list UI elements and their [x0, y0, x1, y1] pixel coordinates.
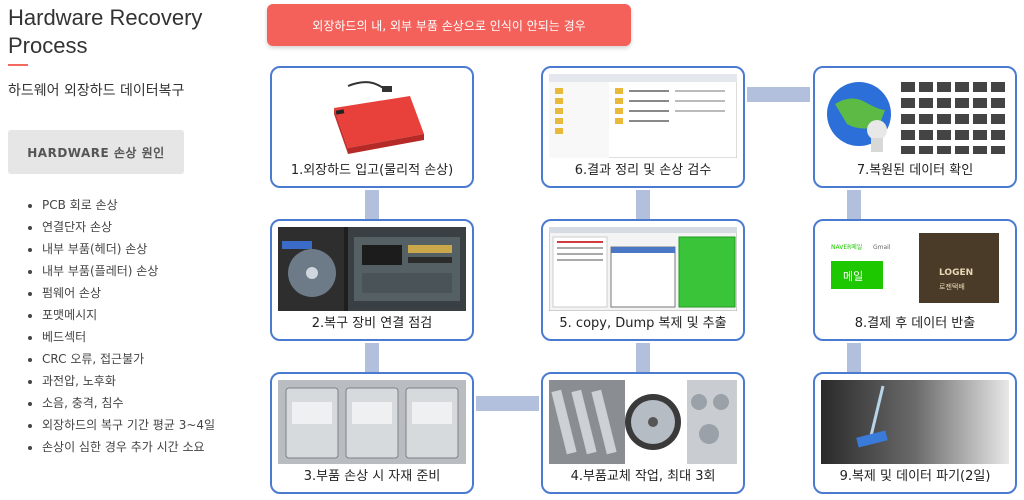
file-explorer-image	[549, 74, 737, 158]
connector-5-6	[636, 190, 650, 219]
page-subtitle: 하드웨어 외장하드 데이터복구	[8, 83, 185, 99]
step-5-label: 5. copy, Dump 복제 및 추출	[559, 316, 727, 331]
delivery-options-image: NAVER메일 Gmail 메일 LOGEN 로젠택배	[821, 227, 1009, 311]
list-item: 포맷메시지	[42, 304, 215, 326]
list-item: 손상이 심한 경우 추가 시간 소요	[42, 436, 215, 458]
naver-mail-label: 메일	[843, 269, 863, 283]
list-item: PCB 회로 손상	[42, 194, 215, 216]
step-7-label: 7.복원된 데이터 확인	[856, 163, 974, 178]
step-4-label: 4.부품교체 작업, 최대 3회	[570, 469, 716, 484]
restored-data-image	[821, 74, 1009, 158]
recovery-equipment-image	[278, 227, 466, 311]
naver-mail-brand: NAVER메일	[831, 243, 862, 251]
connector-3-4	[476, 396, 539, 411]
connector-1-2	[365, 190, 379, 219]
data-destruction-image	[821, 380, 1009, 464]
step-1-box: 1.외장하드 입고(물리적 손상)	[270, 66, 474, 188]
connector-8-9	[847, 343, 861, 372]
step-6-box: 6.결과 정리 및 손상 검수	[541, 66, 745, 188]
list-item: 베드섹터	[42, 326, 215, 348]
connector-6-7	[747, 87, 810, 102]
step-2-label: 2.복구 장비 연결 점검	[311, 316, 433, 331]
list-item: 내부 부품(헤더) 손상	[42, 238, 215, 260]
step-2-box: 2.복구 장비 연결 점검	[270, 219, 474, 341]
step-9-box: 9.복제 및 데이터 파기(2일)	[813, 372, 1017, 494]
list-item: 내부 부품(플레터) 손상	[42, 260, 215, 282]
step-4-box: 4.부품교체 작업, 최대 3회	[541, 372, 745, 494]
gmail-brand: Gmail	[873, 244, 891, 251]
step-5-box: 5. copy, Dump 복제 및 추출	[541, 219, 745, 341]
step-3-box: 3.부품 손상 시 자재 준비	[270, 372, 474, 494]
connector-7-8	[847, 190, 861, 219]
red-external-hdd-image	[278, 74, 466, 158]
dump-software-image	[549, 227, 737, 311]
list-item: 연결단자 손상	[42, 216, 215, 238]
page-title: Hardware Recovery Process	[8, 5, 203, 58]
step-6-label: 6.결과 정리 및 손상 검수	[574, 163, 712, 178]
part-replacement-image	[549, 380, 737, 464]
title-divider	[8, 64, 28, 66]
step-8-label: 8.결제 후 데이터 반출	[854, 316, 976, 331]
step-1-label: 1.외장하드 입고(물리적 손상)	[290, 163, 454, 178]
list-item: 소음, 충격, 침수	[42, 392, 215, 414]
step-3-label: 3.부품 손상 시 자재 준비	[303, 469, 441, 484]
spare-drives-image	[278, 380, 466, 464]
logen-sub: 로젠택배	[939, 282, 965, 291]
connector-4-5	[636, 343, 650, 372]
list-item: 펌웨어 손상	[42, 282, 215, 304]
step-8-box: NAVER메일 Gmail 메일 LOGEN 로젠택배 8.결제 후 데이터 반…	[813, 219, 1017, 341]
list-item: 과전압, 노후화	[42, 370, 215, 392]
list-item: CRC 오류, 접근불가	[42, 348, 215, 370]
step-7-box: 7.복원된 데이터 확인	[813, 66, 1017, 188]
condition-banner: 외장하드의 내, 외부 부품 손상으로 인식이 안되는 경우	[267, 4, 631, 46]
cause-list: PCB 회로 손상 연결단자 손상 내부 부품(헤더) 손상 내부 부품(플레터…	[28, 194, 215, 458]
connector-2-3	[365, 343, 379, 372]
logen-brand: LOGEN	[939, 268, 973, 278]
hardware-cause-button[interactable]: HARDWARE 손상 원인	[8, 130, 184, 174]
step-9-label: 9.복제 및 데이터 파기(2일)	[839, 469, 991, 484]
list-item: 외장하드의 복구 기간 평균 3~4일	[42, 414, 215, 436]
